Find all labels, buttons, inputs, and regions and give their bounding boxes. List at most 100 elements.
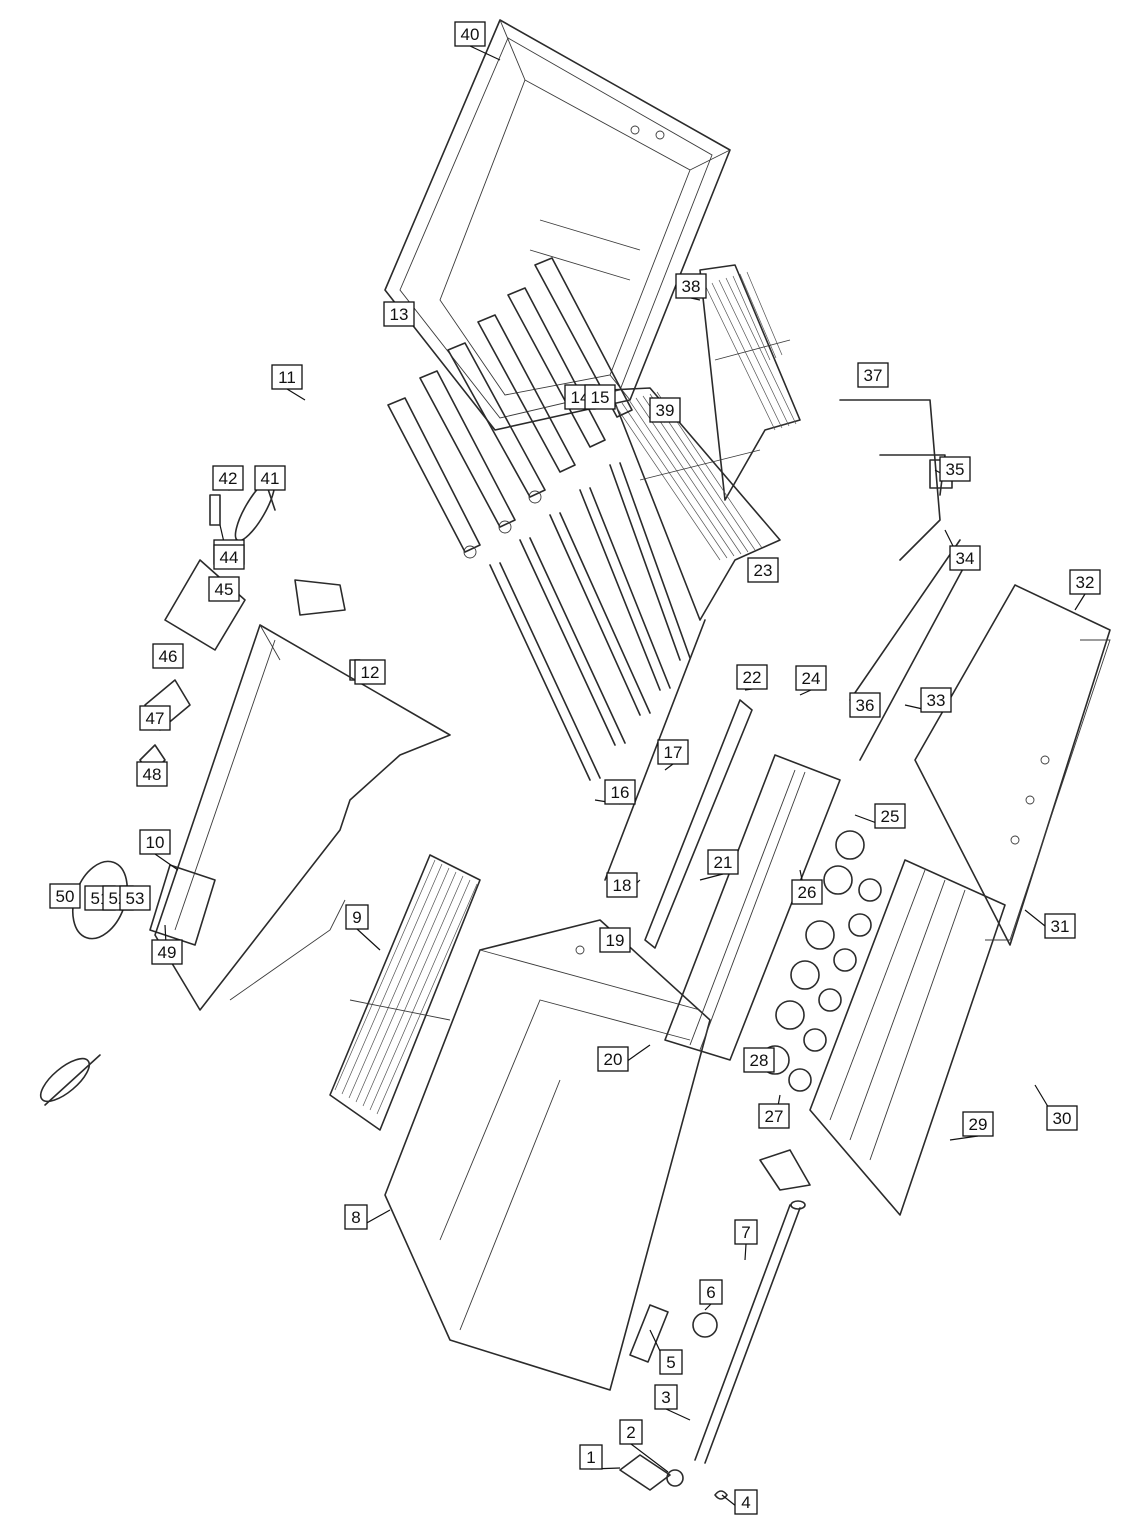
callout-box-10 [139, 829, 171, 855]
callout-label-1: 1 [586, 1448, 595, 1467]
callout-label-18: 18 [613, 876, 632, 895]
callout-box-44 [213, 544, 245, 570]
callout-box-20 [597, 1046, 629, 1072]
callout-box-25 [874, 803, 906, 829]
callout-label-35: 35 [946, 460, 965, 479]
callout-box-21 [707, 849, 739, 875]
callout-label-20: 20 [604, 1050, 623, 1069]
callout-box-9 [345, 904, 369, 930]
callout-label-39: 39 [656, 401, 675, 420]
part-29-side-shelf [809, 859, 1006, 1216]
part-28-knob-bezels [760, 830, 865, 1075]
small-parts [619, 1149, 811, 1500]
part-8-lid [384, 919, 711, 1391]
callout-label-17: 17 [664, 743, 683, 762]
callout-box-41 [254, 465, 286, 491]
callout-label-21: 21 [714, 853, 733, 872]
callout-box-28 [743, 1047, 775, 1073]
callout-label-44: 44 [220, 548, 239, 567]
part-39-cooking-grate [609, 387, 781, 621]
callout-leader-7 [744, 1243, 747, 1261]
part-9-warming-grate [329, 854, 481, 1131]
callout-label-13: 13 [390, 305, 409, 324]
callout-leader-6 [704, 1303, 712, 1311]
part-10-side-housing [154, 624, 451, 1011]
callout-label-30: 30 [1053, 1109, 1072, 1128]
part-40-hood-frame [384, 19, 731, 431]
callout-label-47: 47 [146, 709, 165, 728]
callout-box-45 [208, 576, 240, 602]
callout-label-6: 6 [706, 1283, 715, 1302]
callout-box-11 [271, 364, 303, 390]
callout-label-40: 40 [461, 25, 480, 44]
callout-label-3: 3 [661, 1388, 670, 1407]
callout-label-10: 10 [146, 833, 165, 852]
callout-box-16 [604, 779, 636, 805]
callout-box-46 [152, 643, 184, 669]
callout-box-32 [1069, 569, 1101, 595]
part-24-control-panel [664, 754, 841, 1061]
callout-box-42 [212, 465, 244, 491]
callout-leader-17 [664, 763, 674, 771]
callout-box-12 [354, 659, 386, 685]
callout-box-34 [949, 545, 981, 571]
callout-label-34: 34 [956, 549, 975, 568]
callout-label-5: 5 [666, 1353, 675, 1372]
callout-label-26: 26 [798, 883, 817, 902]
callout-label-29: 29 [969, 1115, 988, 1134]
callout-label-16: 16 [611, 783, 630, 802]
callout-box-24 [795, 665, 827, 691]
callout-box-37 [857, 362, 889, 388]
callout-label-36: 36 [856, 696, 875, 715]
callout-box-22 [736, 664, 768, 690]
callout-label-32: 32 [1076, 573, 1095, 592]
callout-box-31 [1044, 913, 1076, 939]
callout-label-12: 12 [361, 663, 380, 682]
part-13-flavor-bars [387, 257, 633, 559]
rotisserie-components [139, 478, 361, 776]
callout-box-13 [383, 301, 415, 327]
callout-box-8 [344, 1204, 368, 1230]
callout-leader-29 [949, 1135, 979, 1141]
part-15-burner-tubes [489, 462, 691, 781]
callout-label-38: 38 [682, 277, 701, 296]
callout-label-49: 49 [158, 943, 177, 962]
callout-label-28: 28 [750, 1051, 769, 1070]
callout-box-53 [119, 885, 151, 911]
callout-label-27: 27 [765, 1107, 784, 1126]
callout-box-27 [758, 1103, 790, 1129]
callout-label-37: 37 [864, 366, 883, 385]
part-7-handle-rod [694, 1200, 806, 1464]
callout-box-35 [939, 456, 971, 482]
callout-box-39 [649, 397, 681, 423]
part-36-gas-manifold [839, 399, 966, 761]
callout-leader-24 [799, 689, 812, 696]
callout-box-38 [675, 273, 707, 299]
callout-box-7 [734, 1219, 758, 1245]
part-17-rail [604, 619, 753, 949]
callout-label-7: 7 [741, 1223, 750, 1242]
part-38-cooking-grate [699, 264, 801, 501]
callout-label-19: 19 [606, 931, 625, 950]
callout-label-4: 4 [741, 1493, 750, 1512]
callout-box-29 [962, 1111, 994, 1137]
callout-box-48 [136, 761, 168, 787]
callout-box-33 [920, 687, 952, 713]
callout-box-3 [654, 1384, 678, 1410]
callout-box-4 [734, 1489, 758, 1515]
callout-leader-21 [699, 873, 724, 881]
callout-leader-9 [356, 928, 381, 951]
callout-box-47 [139, 705, 171, 731]
callout-box-19 [599, 927, 631, 953]
part-32-bottom-tray [914, 584, 1111, 946]
callout-label-31: 31 [1051, 917, 1070, 936]
callout-leader-2 [630, 1443, 669, 1473]
callout-box-23 [747, 557, 779, 583]
part-27-knobs [788, 878, 882, 1092]
callout-box-50 [49, 883, 81, 909]
callout-label-23: 23 [754, 561, 773, 580]
callout-box-6 [699, 1279, 723, 1305]
callout-box-49 [151, 939, 183, 965]
